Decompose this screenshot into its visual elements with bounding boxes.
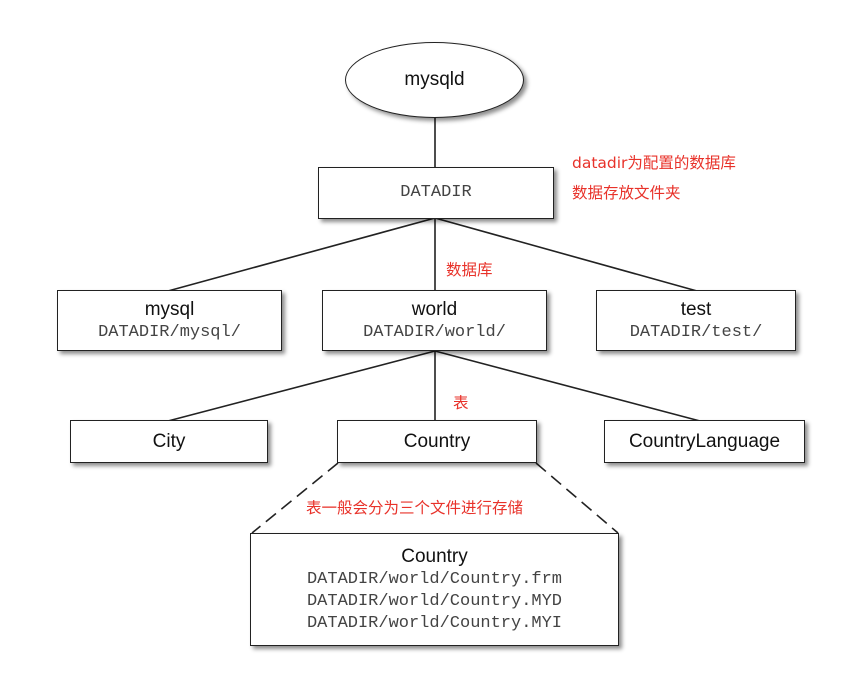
file-path-myd: DATADIR/world/Country.MYD <box>306 591 563 611</box>
edge-datadir-mysql <box>167 217 436 292</box>
table-files-node: Country DATADIR/world/Country.frm DATADI… <box>250 533 619 646</box>
table-name: City <box>152 430 186 452</box>
datadir-label: DATADIR <box>400 183 472 202</box>
database-name: world <box>411 298 458 320</box>
annotation-database: 数据库 <box>446 261 493 279</box>
table-node-country: Country <box>337 420 537 463</box>
database-name: test <box>680 298 712 320</box>
database-path: DATADIR/mysql/ <box>98 322 241 342</box>
edge-world-countrylanguage <box>434 350 701 422</box>
annotation-datadir-2: 数据存放文件夹 <box>572 184 681 202</box>
file-path-frm: DATADIR/world/Country.frm <box>306 569 563 589</box>
annotation-datadir-1: datadir为配置的数据库 <box>572 154 736 172</box>
table-name: Country <box>403 430 471 452</box>
database-path: DATADIR/test/ <box>629 322 763 342</box>
mysqld-node: mysqld <box>345 42 524 118</box>
table-node-countrylanguage: CountryLanguage <box>604 420 805 463</box>
database-name: mysql <box>144 298 195 320</box>
file-path-myi: DATADIR/world/Country.MYI <box>306 613 563 633</box>
edge-world-city <box>167 350 436 422</box>
edge-datadir-test <box>434 217 698 292</box>
table-files-title: Country <box>401 545 468 567</box>
expand-line-right <box>535 462 619 534</box>
table-node-city: City <box>70 420 268 463</box>
database-node-world: world DATADIR/world/ <box>322 290 547 351</box>
database-path: DATADIR/world/ <box>363 322 506 342</box>
expand-line-left <box>251 462 339 534</box>
mysqld-label: mysqld <box>404 69 465 90</box>
table-name: CountryLanguage <box>628 430 781 452</box>
annotation-files: 表一般会分为三个文件进行存储 <box>306 499 524 517</box>
datadir-node: DATADIR <box>318 167 554 219</box>
database-node-mysql: mysql DATADIR/mysql/ <box>57 290 282 351</box>
database-node-test: test DATADIR/test/ <box>596 290 796 351</box>
annotation-table: 表 <box>453 394 469 412</box>
